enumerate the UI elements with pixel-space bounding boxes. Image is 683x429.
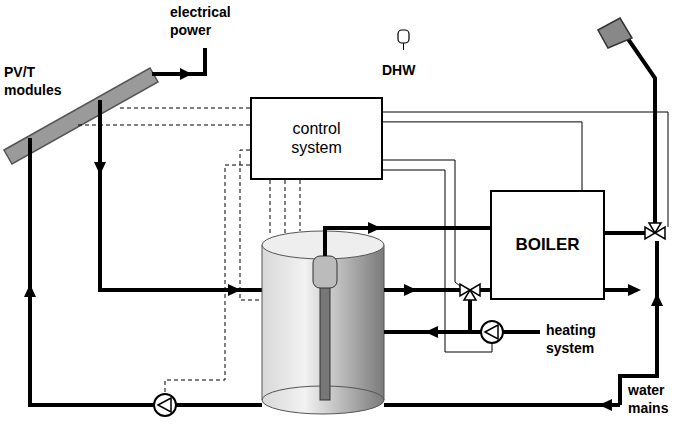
sensor-symbol bbox=[398, 30, 409, 50]
water-pipes bbox=[325, 36, 657, 405]
outlet-label: DHW bbox=[382, 62, 442, 80]
inlet-label: water mains bbox=[628, 382, 683, 417]
component-label: PV/T modules bbox=[4, 64, 76, 99]
pump-symbol bbox=[154, 394, 176, 416]
box-label: control system bbox=[271, 120, 363, 157]
storage-tank bbox=[262, 231, 384, 414]
circuit-label: heating system bbox=[546, 322, 626, 357]
output-label: electrical power bbox=[170, 4, 262, 39]
collector-pipes bbox=[30, 100, 262, 405]
controller-box: control system bbox=[250, 97, 383, 180]
flow-arrows bbox=[24, 162, 663, 411]
pump-symbol bbox=[481, 321, 503, 343]
control-line bbox=[383, 122, 582, 190]
electrical-line bbox=[152, 48, 205, 80]
boiler-box: BOILER bbox=[490, 190, 605, 300]
box-label: BOILER bbox=[515, 235, 579, 255]
control-wires bbox=[383, 112, 668, 352]
shower-head bbox=[598, 18, 632, 48]
